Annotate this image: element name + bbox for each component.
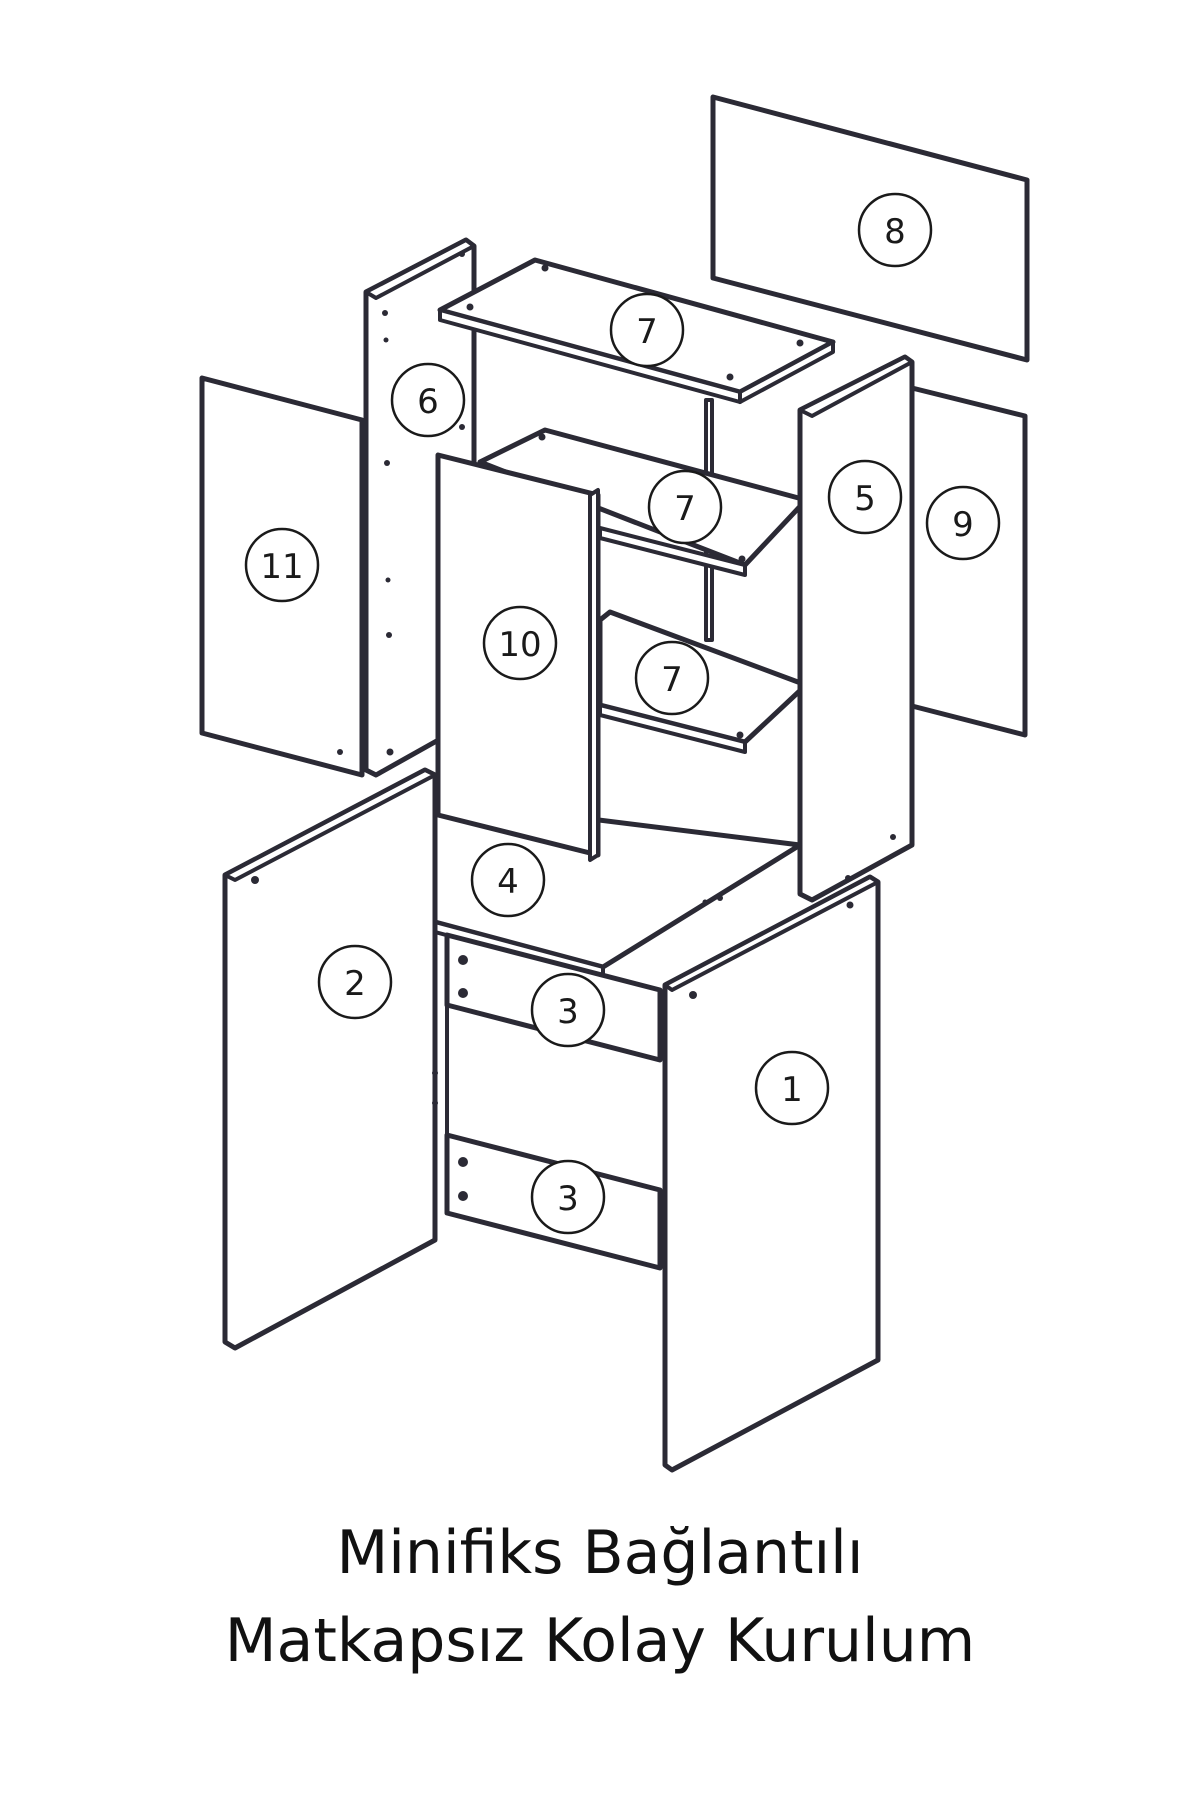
badge-4: 4 [470, 842, 546, 918]
badge-3-lower: 3 [530, 1159, 606, 1235]
svg-text:1: 1 [781, 1070, 803, 1110]
svg-text:7: 7 [661, 660, 683, 700]
badge-7-top: 7 [609, 292, 685, 368]
badge-11: 11 [244, 527, 320, 603]
badge-10: 10 [482, 605, 558, 681]
leg-1-edge [663, 875, 880, 992]
leg-2-edge [223, 768, 437, 882]
shelf-7-top-side [738, 340, 835, 404]
panel-9 [909, 385, 1028, 738]
badge-8: 8 [857, 192, 933, 268]
caption-line-1: Minifiks Bağlantılı [336, 1518, 864, 1588]
panel-10-edge [588, 488, 600, 862]
badge-6: 6 [390, 362, 466, 438]
svg-text:3: 3 [557, 1179, 579, 1219]
svg-text:6: 6 [417, 382, 439, 422]
svg-text:4: 4 [497, 862, 519, 902]
svg-text:11: 11 [260, 547, 303, 587]
badge-5: 5 [827, 459, 903, 535]
badge-7-low: 7 [634, 640, 710, 716]
svg-text:7: 7 [636, 312, 658, 352]
svg-text:3: 3 [557, 992, 579, 1032]
badge-1: 1 [754, 1050, 830, 1126]
caption-line-2: Matkapsız Kolay Kurulum [224, 1606, 976, 1676]
svg-text:7: 7 [674, 489, 696, 529]
svg-text:10: 10 [498, 625, 541, 665]
svg-text:8: 8 [884, 212, 906, 252]
svg-text:2: 2 [344, 964, 366, 1004]
panel-5-edge [798, 355, 914, 418]
badge-2: 2 [317, 944, 393, 1020]
badge-7-mid: 7 [647, 469, 723, 545]
badge-9: 9 [925, 485, 1001, 561]
panel-6-edge [364, 238, 476, 300]
svg-text:9: 9 [952, 505, 974, 545]
badge-3-upper: 3 [530, 972, 606, 1048]
panel-5 [797, 354, 915, 903]
svg-text:5: 5 [854, 479, 876, 519]
